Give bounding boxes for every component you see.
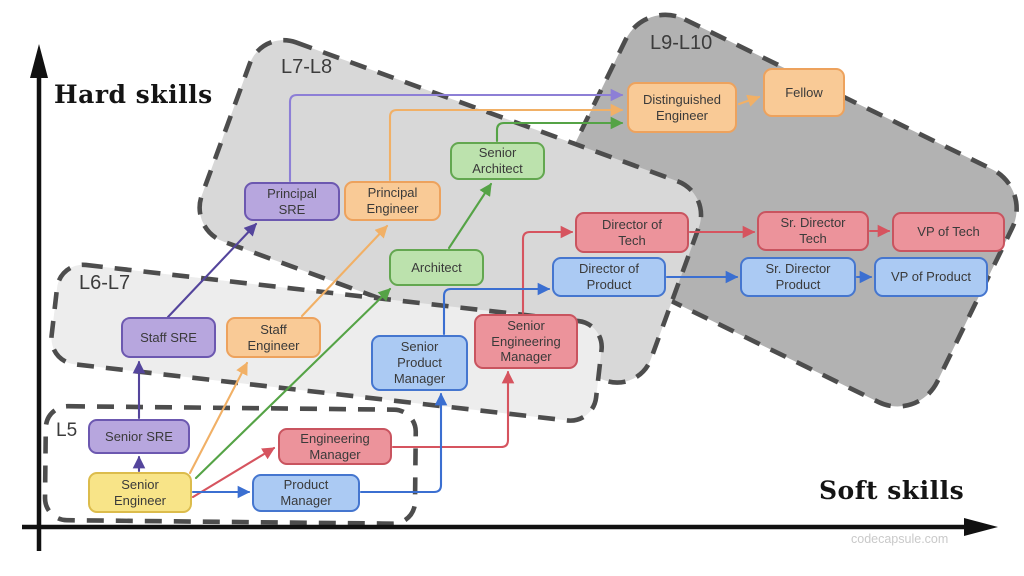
node-staff-engineer: Staff Engineer [226,317,321,358]
edge-staff-engineer-principal-engineer [300,224,389,318]
node-vp-tech: VP of Tech [892,212,1005,252]
node-principal-engineer: Principal Engineer [344,181,441,221]
group-label-l7-l8: L7-L8 [281,56,333,78]
edge-product-manager-senior-product-manager [359,392,448,494]
node-vp-product: VP of Product [874,257,988,297]
edge-principal-sre-distinguished-engineer [288,88,624,183]
node-architect: Architect [389,249,484,286]
edge-architect-senior-architect [447,182,493,250]
edges-layer [132,88,891,499]
node-director-tech: Director of Tech [575,212,689,253]
group-label-l5: L5 [56,420,78,441]
x-axis-label: Soft skills [819,476,965,505]
group-label-l9-l10: L9-L10 [650,32,713,54]
edge-distinguished-engineer-fellow [737,94,761,107]
edge-senior-engineer-engineering-manager [191,446,276,499]
edge-senior-product-manager-director-product [442,282,551,336]
node-staff-sre: Staff SRE [121,317,216,358]
edge-senior-architect-distinguished-engineer [495,116,624,143]
watermark: codecapsule.com [851,532,949,546]
x-axis-arrow-icon [964,518,998,536]
edge-senior-engineering-manager-director-tech [521,225,574,315]
node-sr-director-product: Sr. Director Product [740,257,856,297]
edge-staff-sre-principal-sre [166,222,258,319]
edge-principal-engineer-distinguished-engineer [388,103,624,182]
edge-senior-engineer-staff-engineer [188,361,249,475]
group-label-l6-l7: L6-L7 [79,272,131,294]
node-distinguished-engineer: Distinguished Engineer [627,82,737,133]
y-axis-arrow-icon [30,44,48,78]
node-sr-director-tech: Sr. Director Tech [757,211,869,251]
edge-engineering-manager-senior-engineering-manager [391,370,515,449]
y-axis-label: Hard skills [54,80,213,109]
axes-layer [22,44,998,551]
node-senior-product-manager: Senior Product Manager [371,335,468,391]
edge-senior-engineer-architect [194,287,392,480]
node-senior-architect: Senior Architect [450,142,545,180]
node-principal-sre: Principal SRE [244,182,340,221]
node-fellow: Fellow [763,68,845,117]
node-engineering-manager: Engineering Manager [278,428,392,465]
node-product-manager: Product Manager [252,474,360,512]
node-senior-engineer: Senior Engineer [88,472,192,513]
node-director-product: Director of Product [552,257,666,297]
node-senior-sre: Senior SRE [88,419,190,454]
node-senior-engineering-manager: Senior Engineering Manager [474,314,578,369]
